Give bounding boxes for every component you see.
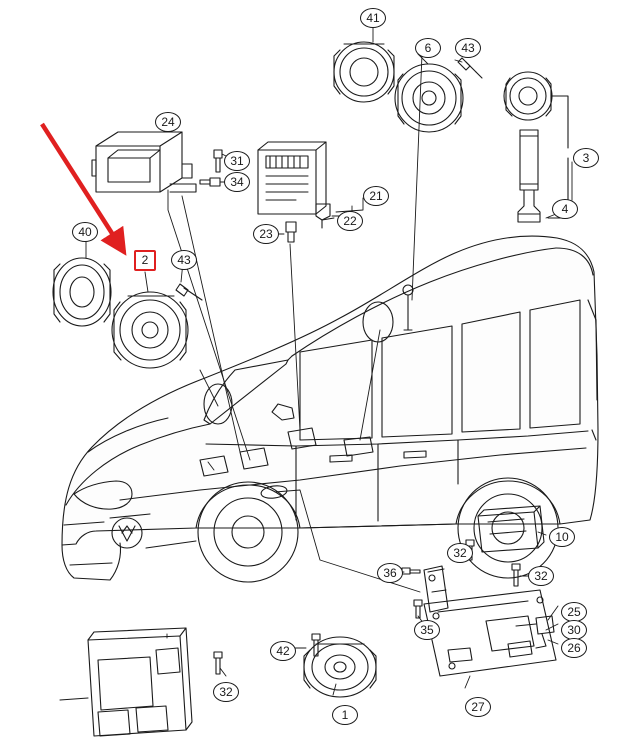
callout-21: 21 [363,186,389,206]
callout-label: 32 [534,569,548,583]
part-27-mounting-plate [423,565,557,677]
callout-label: 42 [276,644,290,658]
vehicle-outline [61,235,599,583]
callout-label: 3 [582,151,590,165]
part-10-amplifier [477,505,545,553]
callout-27: 27 [465,697,491,717]
callout-label: 31 [230,154,244,168]
callout-label: 43 [177,253,191,267]
part-43-screw-upper [457,57,483,79]
part-21-control-unit [257,141,331,243]
callout-24: 24 [155,112,181,132]
callout-label: 32 [219,685,233,699]
callout-label: 6 [424,41,432,55]
callout-label: 1 [341,708,349,722]
part-40-speaker-grille [52,257,112,327]
callout-label: 34 [230,175,244,189]
callout-label: 26 [567,641,581,655]
callout-label: 36 [383,566,397,580]
callout-label: 21 [369,189,383,203]
bottom-left-module [59,627,193,737]
callout-label: 32 [453,546,467,560]
callout-10: 10 [549,527,575,547]
callout-label: 43 [461,41,475,55]
callout-36: 36 [377,563,403,583]
callout-label: 24 [161,115,175,129]
callout-label: 41 [366,11,380,25]
callout-34: 34 [224,172,250,192]
callout-32-right: 32 [528,566,554,586]
callout-label: 23 [259,227,273,241]
callout-22: 22 [337,211,363,231]
callout-3: 3 [573,148,599,168]
callout-23: 23 [253,224,279,244]
part-42-screw [311,633,321,657]
callout-4: 4 [552,199,578,219]
part-41-speaker-grille [333,41,395,103]
part-1-subwoofer [303,636,377,698]
callout-6: 6 [415,38,441,58]
callout-26: 26 [561,638,587,658]
callout-label: 35 [420,623,434,637]
callout-label: 10 [555,530,569,544]
callout-label: 22 [343,214,357,228]
callout-40: 40 [72,222,98,242]
callout-32-upper: 32 [447,543,473,563]
callout-label: 30 [567,623,581,637]
callout-label: 27 [471,700,485,714]
callout-label: 25 [567,605,581,619]
callout-43-left: 43 [171,250,197,270]
part-6-bass-speaker [394,63,464,133]
callout-2-highlighted: 2 [134,250,156,271]
callout-label: 40 [78,225,92,239]
callout-43-upper: 43 [455,38,481,58]
callout-32-bottom: 32 [213,682,239,702]
callout-label: 4 [561,202,569,216]
callout-42: 42 [270,641,296,661]
part-31-34-bolt-nut [199,149,223,187]
callout-25: 25 [561,602,587,622]
callout-35: 35 [414,620,440,640]
callout-1: 1 [332,705,358,725]
callout-label: 2 [141,253,149,267]
callout-30: 30 [561,620,587,640]
antenna-pin [402,284,414,331]
part-43-screw-left [175,283,203,301]
part-24-amplifier-bracket [91,131,197,193]
callout-31: 31 [224,151,250,171]
part-32-bolt-bottom [213,651,223,675]
part-2-door-loudspeaker [111,291,189,369]
callout-41: 41 [360,8,386,28]
